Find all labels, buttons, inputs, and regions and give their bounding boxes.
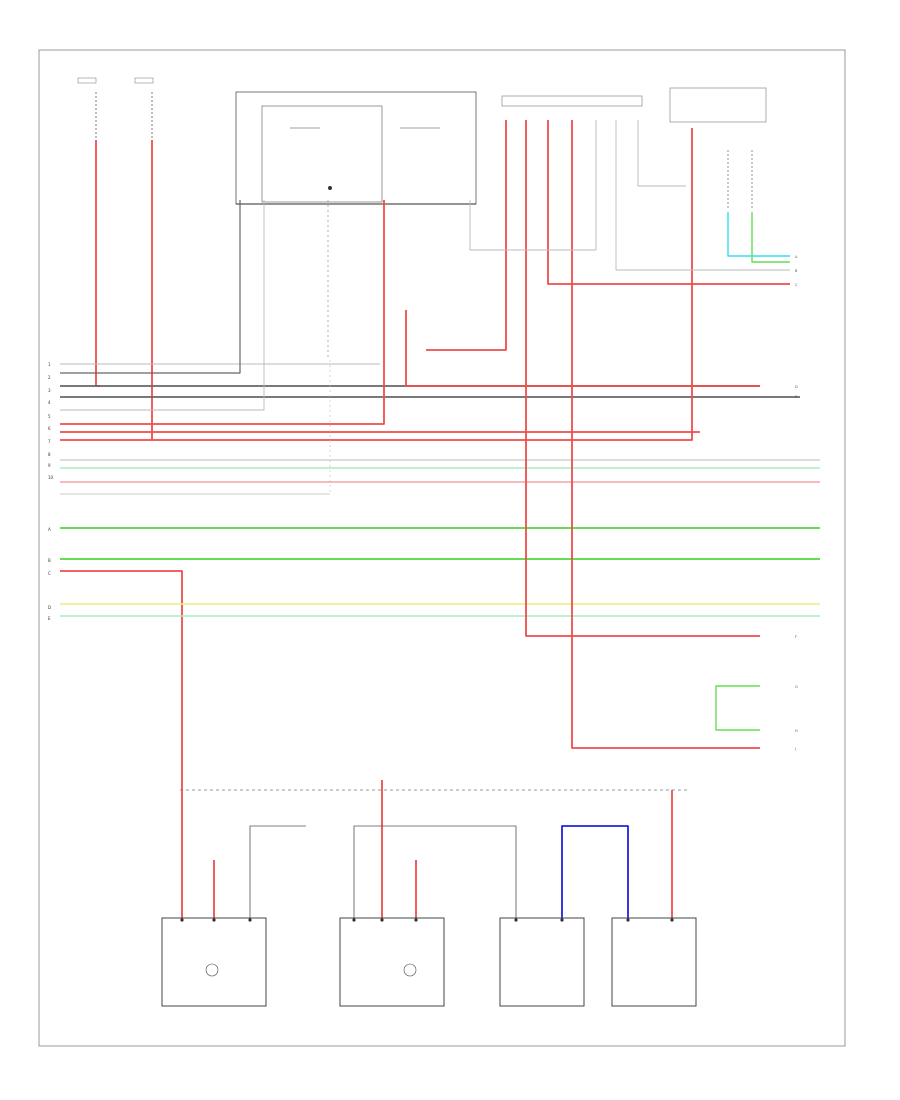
svg-text:F: F (795, 635, 797, 639)
right-connector-labels: A B C D E F G H J (794, 255, 798, 751)
svg-text:9: 9 (48, 463, 51, 468)
svg-text:3: 3 (48, 388, 51, 393)
svg-text:4: 4 (48, 400, 51, 405)
svg-text:5: 5 (48, 414, 51, 419)
svg-text:D: D (48, 605, 51, 610)
right-license-plate-light (611, 917, 697, 1007)
left-rear-light-assembly (339, 917, 445, 1007)
svg-text:B: B (48, 558, 51, 563)
svg-text:8: 8 (48, 452, 51, 457)
svg-text:E: E (795, 395, 797, 399)
wires (60, 120, 820, 920)
svg-text:B: B (795, 269, 798, 273)
svg-text:1: 1 (48, 362, 51, 367)
svg-text:E: E (48, 616, 51, 621)
left-license-plate-light (499, 917, 585, 1007)
fuse-block-left (77, 77, 213, 140)
svg-text:A: A (48, 527, 51, 532)
svg-text:6: 6 (48, 426, 51, 431)
svg-text:D: D (795, 385, 798, 389)
right-rear-light-assembly (161, 917, 267, 1007)
svg-text:7: 7 (48, 439, 51, 444)
svg-text:C: C (48, 571, 51, 576)
svg-text:10: 10 (48, 475, 54, 480)
junction-dots (180, 918, 674, 922)
svg-text:A: A (795, 255, 798, 259)
top-connector-block (501, 87, 767, 123)
diagram-frame (38, 49, 846, 1047)
svg-text:C: C (795, 283, 798, 287)
svg-text:G: G (795, 685, 798, 689)
left-terminal-pins: 1 2 3 4 5 6 7 8 9 10 A B C D E (48, 362, 54, 621)
integration-relay (235, 91, 477, 205)
svg-text:J: J (794, 747, 796, 751)
svg-text:2: 2 (48, 375, 51, 380)
svg-text:H: H (795, 729, 798, 733)
